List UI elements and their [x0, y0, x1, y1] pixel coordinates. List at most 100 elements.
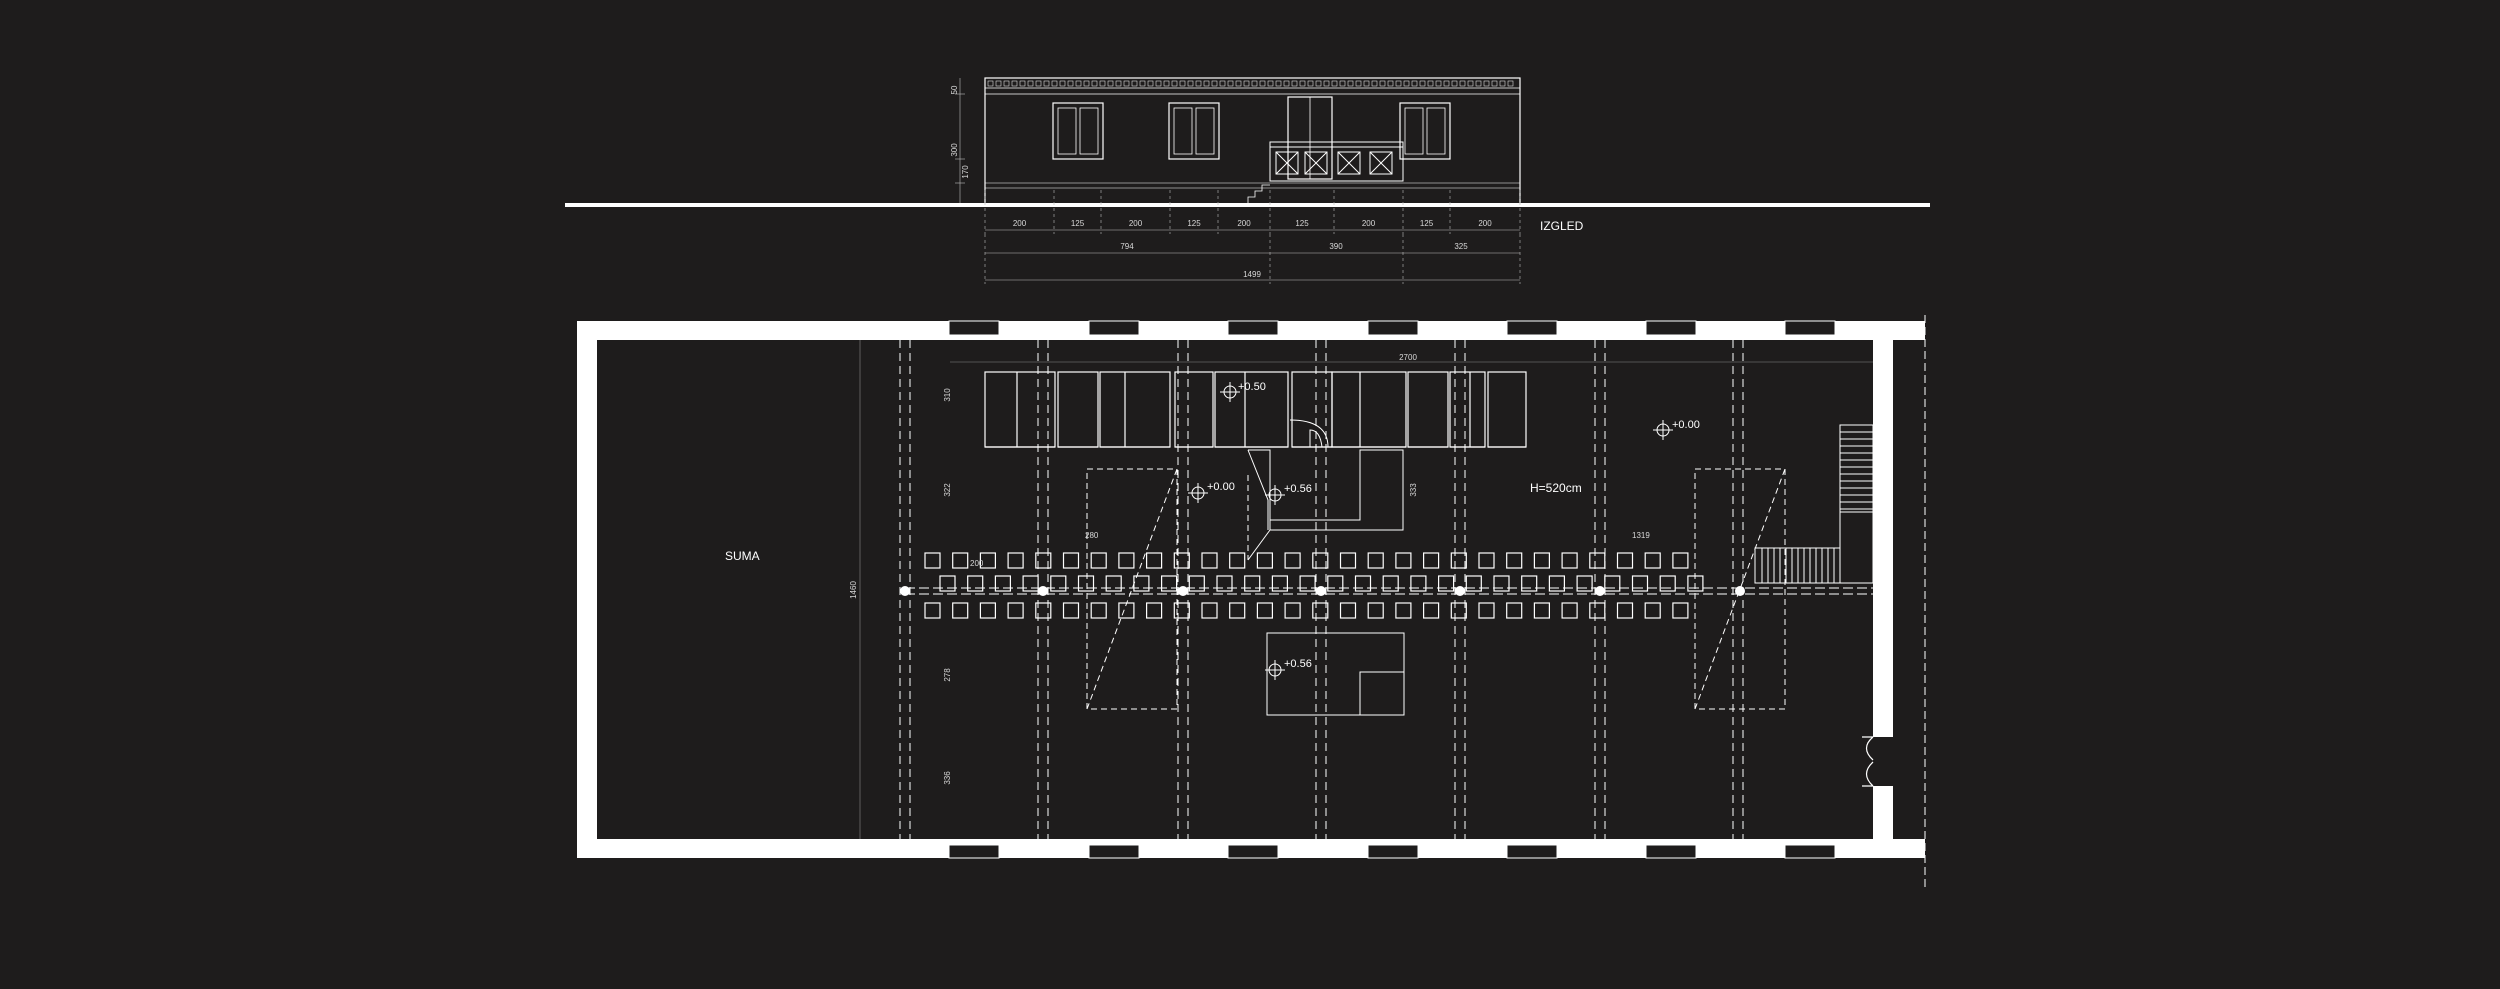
seat: [1090, 552, 1107, 569]
seat: [1216, 575, 1233, 592]
seat: [1077, 575, 1095, 592]
wall-window: [1227, 844, 1279, 859]
column-point: [1595, 586, 1605, 596]
balcony-door: [1287, 96, 1333, 180]
wall-left: [577, 321, 597, 858]
seat: [1493, 575, 1510, 592]
seat: [979, 602, 997, 619]
elevation-dim: 200: [1013, 219, 1027, 228]
seat: [979, 552, 997, 569]
level-label-5: +0.56: [1284, 658, 1312, 670]
seat: [1271, 575, 1289, 592]
elevation-dim: 200: [1478, 219, 1492, 228]
column-point: [1178, 586, 1188, 596]
column-point: [1455, 586, 1465, 596]
seat: [1506, 552, 1523, 569]
wall-window: [1506, 320, 1558, 336]
seat: [1533, 552, 1551, 569]
seat: [1533, 602, 1551, 619]
elevation-dim: 325: [1454, 242, 1468, 251]
elevation-dim: 125: [1071, 219, 1085, 228]
seat: [1395, 552, 1412, 569]
seat: [1589, 552, 1606, 569]
wall-window: [1367, 844, 1419, 859]
railing-panel: [1304, 151, 1328, 175]
seat: [1604, 575, 1621, 592]
seat: [1035, 602, 1052, 619]
elevation-title: IZGLED: [1540, 219, 1584, 233]
seat: [1450, 602, 1467, 619]
elevation-view: [565, 77, 1930, 284]
seat: [1382, 575, 1399, 592]
seating-grid: [924, 552, 1704, 619]
seat: [994, 575, 1012, 592]
seat: [1521, 575, 1538, 592]
seat: [924, 552, 941, 569]
wall-right-upper: [1873, 321, 1893, 737]
facade-outline: [984, 77, 1521, 205]
level-label-1: +0.50: [1238, 381, 1266, 393]
seat: [1422, 552, 1440, 569]
seat: [1478, 552, 1495, 569]
wall-window: [1367, 320, 1419, 336]
railing-panel: [1337, 151, 1361, 175]
seat: [1561, 602, 1578, 619]
railing-panel: [1369, 151, 1393, 175]
top-dim: 2700: [1399, 353, 1417, 362]
seat: [967, 575, 984, 592]
seat: [1616, 602, 1634, 619]
seat: [1007, 552, 1024, 569]
small-dim-2: 280: [1085, 531, 1099, 540]
left-dim-2: 322: [943, 483, 952, 497]
seat: [1644, 602, 1661, 619]
elevation-dim: 794: [1120, 242, 1134, 251]
seat: [1672, 602, 1689, 619]
seat: [1050, 575, 1067, 592]
entry-steps: [1247, 184, 1270, 203]
seat: [1312, 602, 1329, 619]
seat: [1035, 552, 1052, 569]
wall-window: [1784, 320, 1836, 336]
room-label: SUMA: [725, 549, 760, 563]
wall-window: [1227, 320, 1279, 336]
window: [1052, 102, 1104, 160]
seat: [1422, 602, 1440, 619]
elevation-dim: 200: [1129, 219, 1143, 228]
window: [1399, 102, 1451, 160]
seat: [1561, 552, 1578, 569]
platforms: [1247, 449, 1405, 716]
elevation-dim: 125: [1187, 219, 1201, 228]
elevation-dim: 125: [1420, 219, 1434, 228]
level-label-2: +0.00: [1207, 481, 1235, 493]
railing-panel: [1275, 151, 1299, 175]
seat: [1631, 575, 1649, 592]
seat: [1105, 575, 1122, 592]
column-point: [1316, 586, 1326, 596]
small-dim-3: 1319: [1632, 531, 1650, 540]
left-dim-4: 336: [943, 771, 952, 785]
seat: [1354, 575, 1372, 592]
seat: [1367, 602, 1384, 619]
wall-window: [1645, 844, 1697, 859]
seat: [1644, 552, 1661, 569]
window: [1168, 102, 1220, 160]
seat: [1133, 575, 1150, 592]
seat: [1616, 552, 1634, 569]
seat: [952, 552, 969, 569]
entry-door: [1862, 736, 1874, 787]
seat: [939, 575, 956, 592]
level-label-3: +0.56: [1284, 483, 1312, 495]
seat: [1284, 552, 1301, 569]
display-case: [984, 371, 1056, 448]
wall-window: [1088, 844, 1140, 859]
small-dim-4: 333: [1409, 483, 1418, 497]
seat: [952, 602, 969, 619]
dashed-zones: [1086, 468, 1786, 710]
display-case: [1407, 371, 1449, 448]
seat: [1672, 552, 1689, 569]
display-case: [1487, 371, 1527, 448]
staircase: [1754, 424, 1874, 584]
seat: [1118, 602, 1135, 619]
